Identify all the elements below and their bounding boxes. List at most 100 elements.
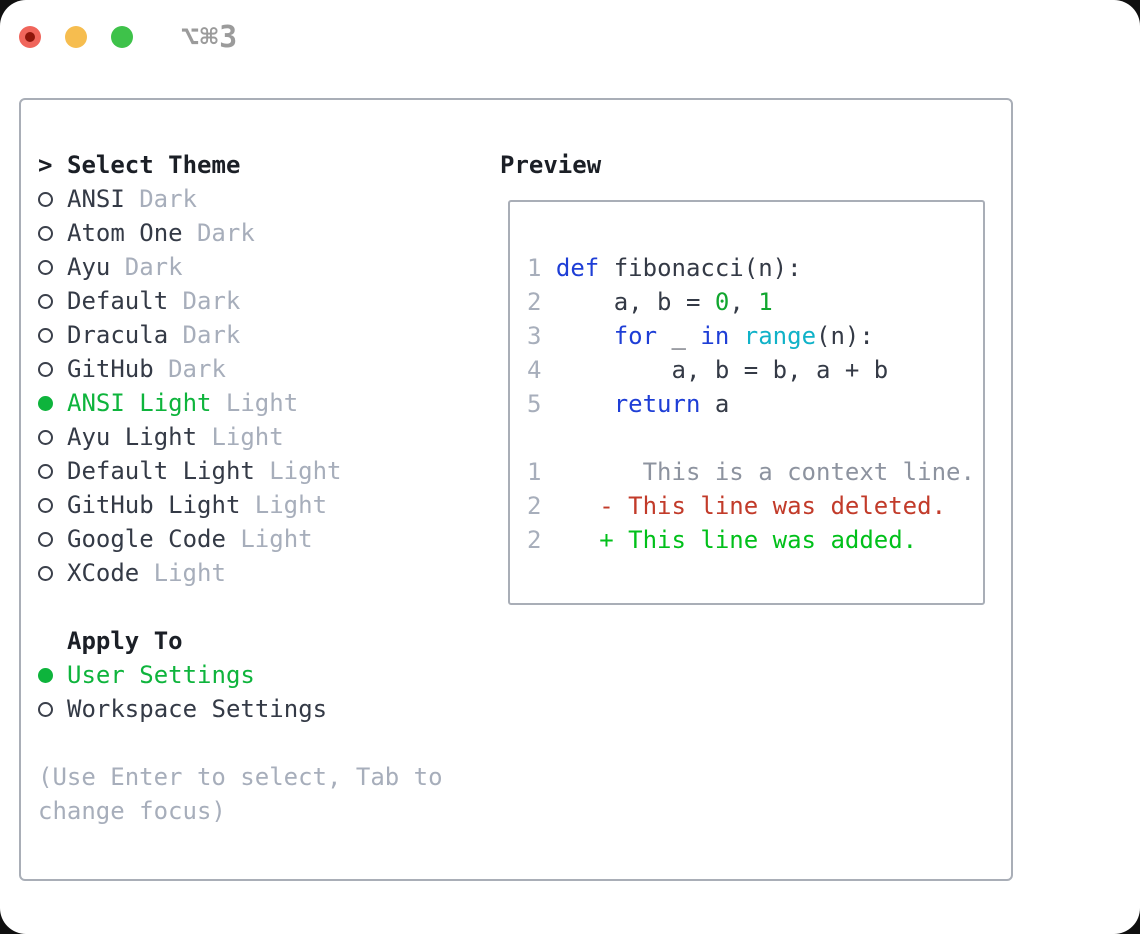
radio-icon	[38, 429, 67, 445]
code-segment: 0	[714, 288, 730, 316]
code-segment	[556, 322, 614, 350]
code-line: 5 return a	[527, 387, 983, 421]
code-segment: for	[613, 322, 658, 350]
code-segment: 1	[527, 458, 542, 486]
code-segment: range	[743, 322, 817, 350]
radio-icon	[38, 531, 67, 547]
theme-name: GitHub Light	[67, 491, 241, 519]
code-segment: _	[657, 322, 701, 350]
theme-variant: Dark	[124, 253, 183, 281]
theme-variant: Dark	[182, 287, 241, 315]
zoom-traffic-light-icon[interactable]	[111, 26, 133, 48]
theme-name: Google Code	[67, 525, 226, 553]
theme-variant: Light	[269, 457, 342, 485]
theme-option[interactable]: Atom One Dark	[38, 216, 483, 250]
radio-circle-icon	[38, 429, 53, 445]
code-line: 1 This is a context line.	[527, 455, 983, 489]
radio-selected-icon	[38, 667, 67, 683]
radio-circle-icon	[38, 667, 53, 683]
code-segment: 3	[527, 322, 556, 350]
code-segment	[556, 390, 614, 418]
theme-variant: Dark	[196, 219, 255, 247]
theme-variant: Dark	[139, 185, 197, 213]
radio-circle-icon	[38, 259, 53, 275]
code-segment: 5	[527, 390, 556, 418]
theme-option[interactable]: GitHub Light Light	[38, 488, 483, 522]
radio-circle-icon	[38, 395, 53, 411]
code-segment: + This line was added.	[541, 526, 918, 554]
radio-icon	[38, 361, 67, 377]
close-traffic-light-icon[interactable]	[19, 26, 41, 48]
radio-circle-icon	[38, 327, 53, 343]
theme-name: ANSI	[67, 185, 125, 213]
theme-name: Ayu	[67, 253, 111, 281]
theme-variant: Light	[254, 491, 328, 519]
apply-to-option[interactable]: User Settings	[38, 658, 483, 692]
radio-icon	[38, 225, 67, 241]
code-segment: in	[700, 322, 730, 350]
window-shortcut-hint: ⌥⌘3	[181, 19, 239, 55]
code-segment: (n):	[816, 322, 874, 350]
radio-circle-icon	[38, 191, 53, 207]
radio-icon	[38, 259, 67, 275]
spacer	[38, 726, 483, 760]
theme-name: Dracula	[67, 321, 169, 349]
theme-variant: Dark	[182, 321, 241, 349]
code-segment: def	[555, 254, 600, 282]
radio-circle-icon	[38, 497, 53, 513]
radio-icon	[38, 191, 67, 207]
code-line	[527, 421, 983, 455]
apply-to-option[interactable]: Workspace Settings	[38, 692, 483, 726]
minimize-traffic-light-icon[interactable]	[65, 26, 87, 48]
code-segment: a, b =	[555, 288, 715, 316]
usage-hint-line-2: change focus)	[38, 797, 226, 825]
code-segment: 2	[527, 288, 556, 316]
code-line: 3 for _ in range(n):	[527, 319, 983, 353]
radio-icon	[38, 565, 67, 581]
theme-name: Default Light	[67, 457, 255, 485]
code-segment: 4	[527, 356, 556, 384]
theme-name: GitHub	[67, 355, 154, 383]
code-segment: return	[613, 390, 701, 418]
theme-option[interactable]: Google Code Light	[38, 522, 483, 556]
theme-option[interactable]: Dracula Dark	[38, 318, 483, 352]
theme-variant: Light	[225, 389, 299, 417]
code-segment: ,	[729, 288, 759, 316]
usage-hint: (Use Enter to select, Tab to change focu…	[38, 760, 483, 828]
radio-circle-icon	[38, 701, 53, 717]
radio-icon	[38, 497, 67, 513]
radio-circle-icon	[38, 463, 53, 479]
radio-circle-icon	[38, 361, 53, 377]
theme-option[interactable]: Ayu Dark	[38, 250, 483, 284]
theme-variant: Light	[240, 525, 313, 553]
titlebar: ⌥⌘3	[19, 19, 239, 55]
usage-hint-line-1: (Use Enter to select, Tab to	[38, 763, 443, 791]
theme-name: Atom One	[67, 219, 183, 247]
apply-to-option-label: User Settings	[67, 661, 255, 689]
spacer	[38, 590, 483, 624]
code-segment: 1	[527, 254, 556, 282]
selection-arrow-icon: >	[38, 151, 53, 179]
radio-circle-icon	[38, 531, 53, 547]
radio-circle-icon	[38, 293, 53, 309]
code-segment: 2	[527, 526, 542, 554]
code-segment: 1	[758, 288, 773, 316]
code-line: 2 a, b = 0, 1	[527, 285, 983, 319]
theme-option[interactable]: ANSI Dark	[38, 182, 483, 216]
code-segment: 2	[527, 492, 542, 520]
theme-option[interactable]: Default Light Light	[38, 454, 483, 488]
radio-icon	[38, 463, 67, 479]
theme-variant: Light	[153, 559, 226, 587]
apply-to-title: Apply To	[67, 627, 183, 655]
code-segment: a, b = b, a + b	[555, 356, 889, 384]
preview-title: Preview	[500, 151, 602, 179]
radio-selected-icon	[38, 395, 67, 411]
